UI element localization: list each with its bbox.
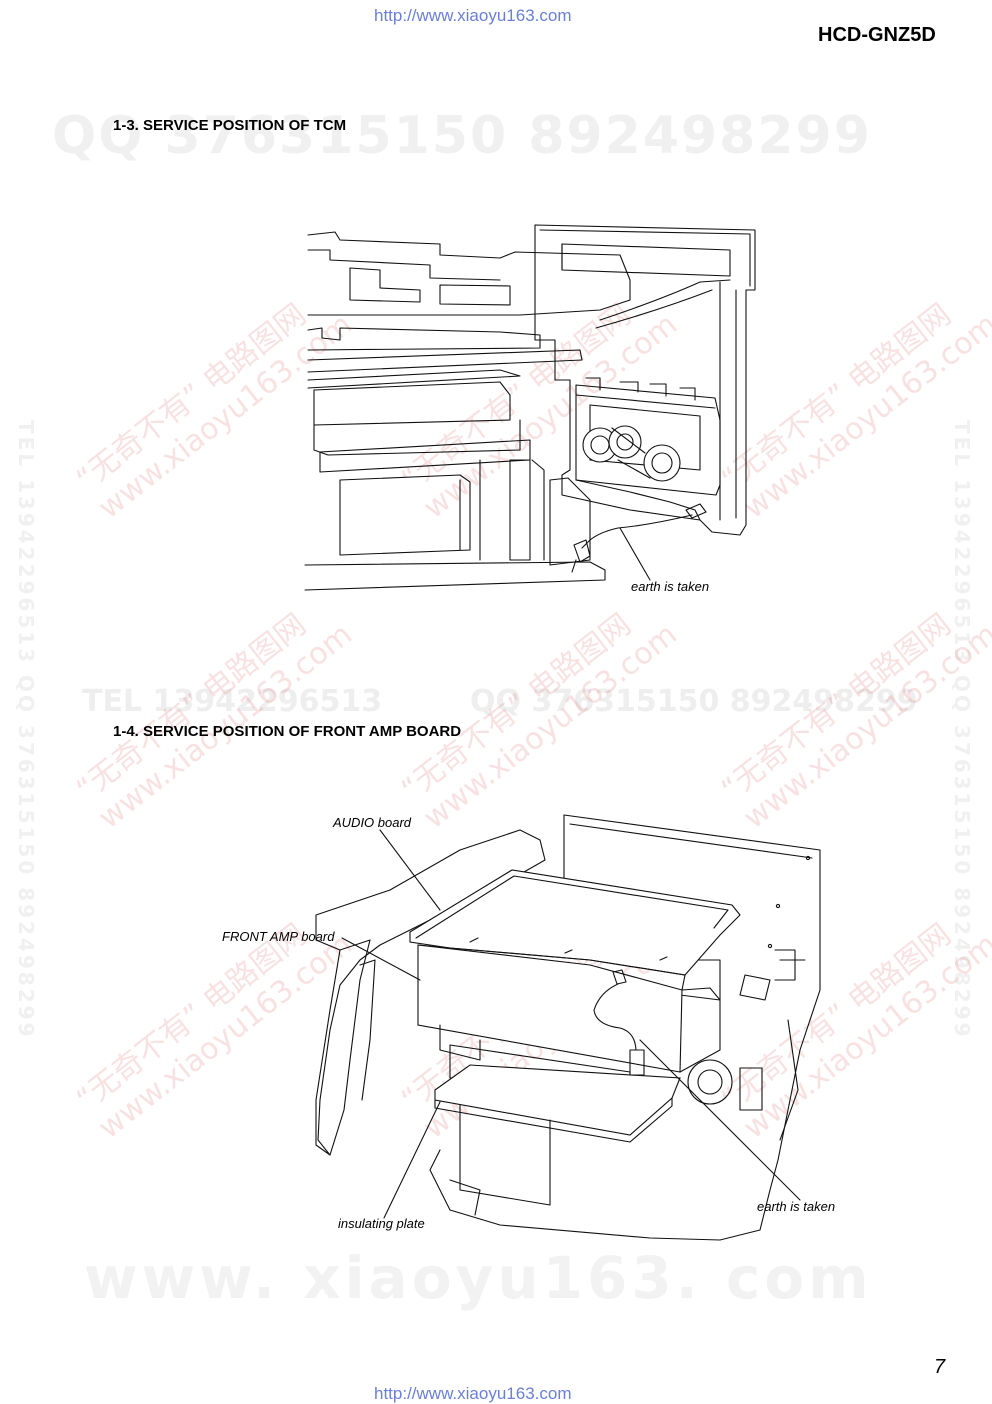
tcm-earth-label: earth is taken xyxy=(631,579,710,594)
tcm-service-diagram xyxy=(304,224,756,591)
audio-board-label: AUDIO board xyxy=(333,815,412,830)
section-title-front-amp: 1-4. SERVICE POSITION OF FRONT AMP BOARD xyxy=(113,723,462,740)
watermark-footer-url: www. xiaoyu163. com xyxy=(84,1244,873,1312)
front-amp-earth-label: earth is taken xyxy=(757,1199,836,1214)
watermark-tel: TEL 13942296513 xyxy=(82,684,383,719)
front-amp-board-label: FRONT AMP board xyxy=(222,929,335,944)
header-url[interactable]: http://www.xiaoyu163.com xyxy=(374,6,572,25)
footer-url[interactable]: http://www.xiaoyu163.com xyxy=(374,1384,572,1403)
front-amp-service-diagram xyxy=(315,814,821,1241)
watermark-vertical-right: TEL 13942296513 QQ 376315150 892498299 xyxy=(950,420,974,1040)
page-number: 7 xyxy=(934,1356,946,1378)
watermark-qq-2: QQ 376315150 892498299 xyxy=(470,684,918,719)
insulating-plate-label: insulating plate xyxy=(338,1216,425,1231)
model-number: HCD-GNZ5D xyxy=(818,24,936,46)
section-title-tcm: 1-3. SERVICE POSITION OF TCM xyxy=(113,117,347,134)
watermark-qq: QQ 376315150 892498299 xyxy=(52,106,872,166)
watermark-vertical-left: TEL 13942296513 QQ 376315150 892498299 xyxy=(14,420,38,1040)
